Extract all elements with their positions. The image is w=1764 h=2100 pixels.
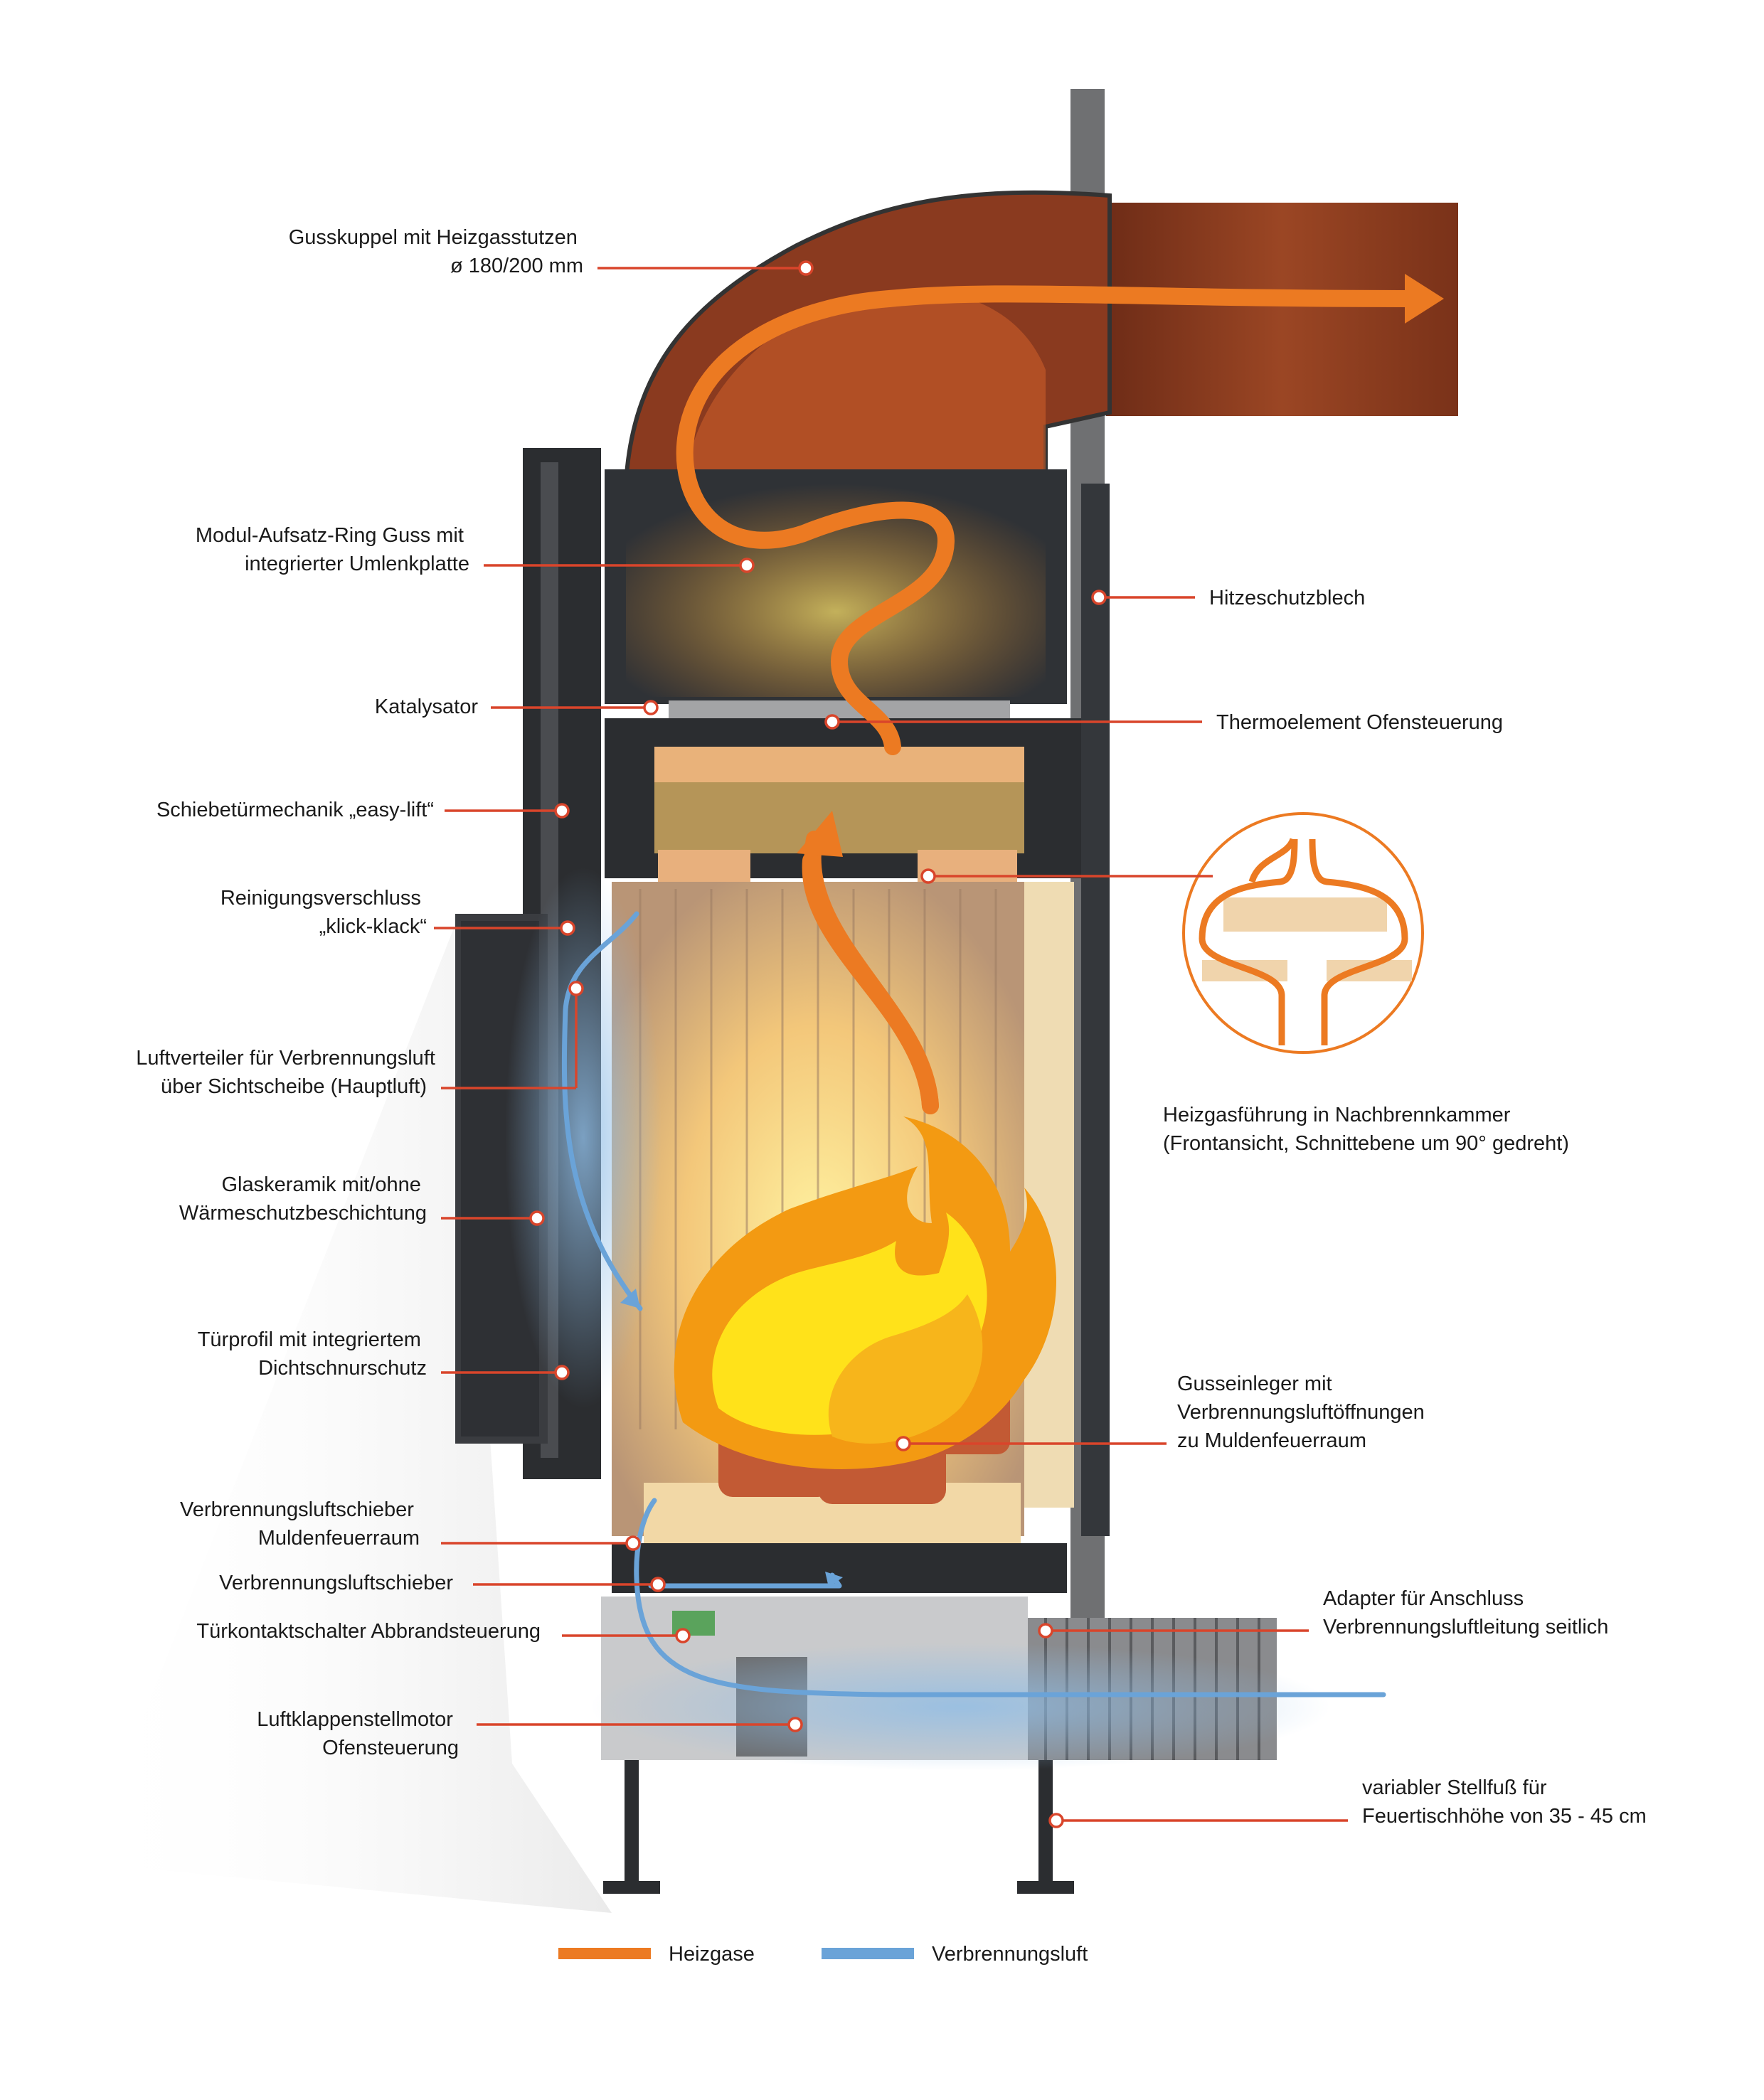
label-stellfuss: variabler Stellfuß für Feuertischhöhe vo… [1362,1776,1647,1828]
label-schiebetuermechanik: Schiebetürmechanik „easy-lift“ [156,799,434,821]
dome-glow [683,290,1046,484]
label-heizgasfuehrung: Heizgasführung in Nachbrennkammer (Front… [1163,1104,1569,1155]
legend-swatch-heizgase [558,1948,651,1959]
catalyst [669,700,1010,720]
combustion-air-arrow-floor [825,1572,843,1587]
label-modul-aufsatz-ring: Modul-Aufsatz-Ring Guss mit integrierter… [196,524,469,575]
heat-shield [1081,484,1110,1536]
label-gusseinleger: Gusseinleger mit Verbrennungsluftöffnung… [1177,1373,1430,1452]
leader-lines [434,260,1348,1828]
label-gusskuppel: Gusskuppel mit Heizgasstutzen ø 180/200 … [289,226,583,277]
heat-gas-path-lower [802,852,939,1114]
legend-label-verbrennungsluft: Verbrennungsluft [932,1943,1088,1966]
label-vls-muldenfeuerraum: Verbrennungsluftschieber Muldenfeuerraum [180,1498,420,1550]
foot-left-pad [603,1881,660,1894]
label-tuerprofil: Türprofil mit integriertem Dichtschnursc… [198,1328,427,1380]
legend: Heizgase Verbrennungsluft [558,1943,1088,1966]
label-hitzeschutzblech: Hitzeschutzblech [1209,587,1365,609]
flames [674,1116,1056,1469]
legend-label-heizgase: Heizgase [669,1943,755,1966]
air-glow-left [505,868,662,1408]
label-glaskeramik: Glaskeramik mit/ohne Wärmeschutzbeschich… [179,1173,427,1225]
combustion-air-arrow-window [620,1289,640,1308]
heat-gas-arrow-lower [797,811,843,857]
label-reinigungsverschluss: Reinigungsverschluss „klick-klack“ [220,887,427,938]
side-brick [1024,882,1074,1508]
baffle-top [654,747,1024,782]
label-adapter: Adapter für Anschluss Verbrennungsluftle… [1323,1587,1608,1638]
label-luftklappenstellmotor: Luftklappenstellmotor Ofensteuerung [257,1708,459,1759]
label-tuerkontaktschalter: Türkontaktschalter Abbrandsteuerung [196,1620,541,1643]
flue-duct [1106,203,1458,416]
air-glow-bottom [590,1643,1330,1771]
foot-right-pad [1017,1881,1074,1894]
combustion-air-path-main [634,1498,1386,1697]
label-luftverteiler: Luftverteiler für Verbrennungsluft über … [136,1047,441,1098]
label-thermoelement: Thermoelement Ofensteuerung [1216,711,1503,734]
callout-labels: Gusskuppel mit Heizgasstutzen ø 180/200 … [136,226,1647,1828]
combustion-air-path-window [561,911,643,1311]
foot-left [625,1760,639,1888]
baffle-left [658,850,750,882]
heat-gas-arrow-out [1405,274,1444,324]
foot-right [1038,1760,1053,1888]
cast-shadow [85,924,612,1913]
label-katalysator: Katalysator [375,695,478,718]
legend-swatch-verbrennungsluft [822,1948,914,1959]
label-vls: Verbrennungsluftschieber [219,1572,453,1594]
afterburn-detail-inset [1182,812,1424,1054]
